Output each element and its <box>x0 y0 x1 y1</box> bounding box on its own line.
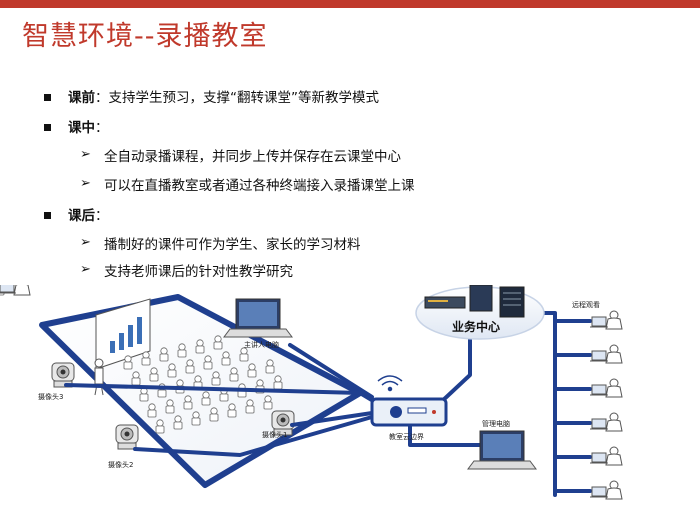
top-accent-bar <box>0 0 700 8</box>
bullet-sep: ： <box>95 90 109 106</box>
bullet-label: 课后 <box>68 208 95 224</box>
teacher-figure <box>94 358 104 396</box>
bullet-after-class: 课后： <box>68 207 109 225</box>
bullet-text: 支持学生预习，支撑“翻转课堂”等新教学模式 <box>108 90 380 106</box>
arrow-bullet-icon: ➢ <box>80 147 91 162</box>
classroom-cloud-box <box>370 397 448 427</box>
arrow-bullet-icon: ➢ <box>80 176 91 191</box>
remote-viewers <box>0 285 623 500</box>
bullet-label: 课中 <box>68 120 95 136</box>
sub-bullet: 支持老师课后的针对性教学研究 <box>104 264 293 280</box>
sub-bullet: 可以在直播教室或者通过各种终端接入录播课堂上课 <box>104 178 415 194</box>
bullet-during-class: 课中： <box>68 119 109 137</box>
network-diagram: 摄像头3 摄像头2 摄像头1 主讲人电脑 <box>0 285 623 500</box>
bullet-list: 课前：支持学生预习，支撑“翻转课堂”等新教学模式 课中： ➢ 全自动录播课程，并… <box>44 89 415 280</box>
cloud-box-label: 教室云边界 <box>389 432 424 441</box>
bullet-sep: ： <box>95 120 109 136</box>
camera-1-icon <box>271 410 295 436</box>
arrow-bullet-icon: ➢ <box>80 262 91 277</box>
camera-2-icon <box>115 424 139 450</box>
business-center-cloud <box>415 285 545 340</box>
admin-laptop-icon <box>467 430 537 470</box>
teacher-pc-label: 主讲人电脑 <box>244 340 279 349</box>
camera-1-label: 摄像头1 <box>262 430 287 439</box>
camera-3-icon <box>51 362 75 388</box>
projection-screen <box>95 298 151 370</box>
sub-bullet: 播制好的课件可作为学生、家长的学习材料 <box>104 237 361 253</box>
wifi-icon <box>377 375 403 392</box>
bullet-sep: ： <box>95 208 109 224</box>
remote-viewing-label: 远程观看 <box>572 300 600 309</box>
bullet-square-icon <box>44 124 51 131</box>
bullet-square-icon <box>44 94 51 101</box>
teacher-laptop-icon <box>223 298 293 338</box>
business-center-label: 业务中心 <box>452 319 500 334</box>
bullet-before-class: 课前：支持学生预习，支撑“翻转课堂”等新教学模式 <box>68 89 379 107</box>
arrow-bullet-icon: ➢ <box>80 235 91 250</box>
bullet-square-icon <box>44 212 51 219</box>
camera-2-label: 摄像头2 <box>108 460 133 469</box>
admin-pc-label: 管理电脑 <box>482 419 510 428</box>
camera-3-label: 摄像头3 <box>38 392 63 401</box>
sub-bullet: 全自动录播课程，并同步上传并保存在云课堂中心 <box>104 149 401 165</box>
page-title: 智慧环境--录播教室 <box>22 21 268 52</box>
bullet-label: 课前 <box>68 90 95 106</box>
network-links <box>64 311 592 497</box>
